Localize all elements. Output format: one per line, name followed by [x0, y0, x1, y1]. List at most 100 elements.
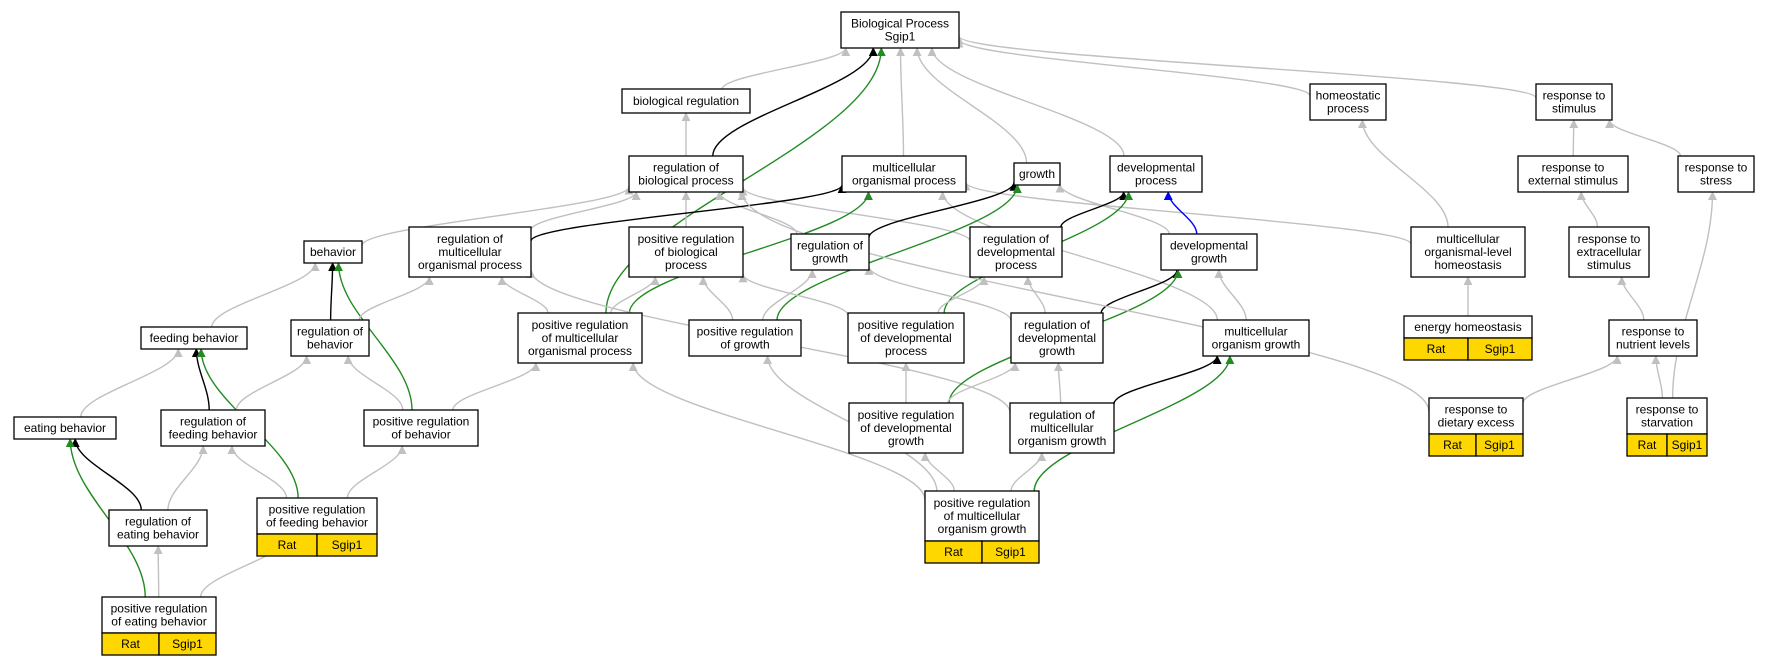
edge-prmog-to-rmog — [1010, 452, 1047, 492]
node-label-line: regulation of — [1029, 408, 1096, 422]
edge-rdg-to-dg — [1100, 269, 1182, 314]
node-eb[interactable]: eating behavior — [13, 416, 117, 440]
edge-prmop-to-prbp — [610, 276, 660, 314]
node-label-line: feeding behavior — [150, 331, 239, 345]
node-label-line: Biological Process — [851, 17, 949, 31]
edge-preb-to-eb — [65, 438, 146, 598]
node-box — [621, 88, 751, 114]
node-label-line: of multicellular — [542, 331, 619, 345]
edge-mlh-to-hp — [1357, 119, 1449, 228]
node-box — [841, 155, 967, 193]
annotation-cell — [1467, 337, 1533, 361]
node-label-line: of multicellular — [944, 509, 1021, 523]
edge-prmog-to-prdg — [920, 452, 956, 492]
edge-rmop-to-rbp — [530, 191, 641, 231]
node-label-line: growth — [1019, 167, 1055, 181]
annotation-gene: Sgip1 — [995, 545, 1026, 559]
node-box — [517, 312, 643, 364]
node-label-line: growth — [888, 434, 924, 448]
node-label-line: process — [1135, 174, 1177, 188]
node-beh[interactable]: behavior — [303, 240, 363, 264]
edge-dg-to-gro — [1055, 183, 1171, 235]
edge-prfb-to-rfb — [227, 445, 288, 499]
node-label-line: regulation of — [297, 325, 364, 339]
edge-mlh-to-mop — [961, 181, 1412, 245]
node-br[interactable]: biological regulation — [621, 88, 751, 114]
node-gro[interactable]: growth — [1013, 162, 1061, 186]
node-box — [1309, 83, 1387, 121]
edge-dg-to-dp — [1163, 191, 1198, 235]
edge-rdg-to-rdp — [1023, 276, 1046, 314]
edge-prb-to-beh — [334, 262, 413, 411]
node-box — [924, 490, 1040, 542]
node-label-line: multicellular — [1224, 325, 1287, 339]
node-label-line: stress — [1700, 174, 1732, 188]
node-label-line: of behavior — [391, 428, 450, 442]
edge-rmog-to-mog — [1113, 355, 1222, 405]
node-label-line: response to — [1543, 89, 1606, 103]
node-box — [1608, 319, 1698, 357]
node-label-line: developmental — [977, 245, 1055, 259]
node-label-line: biological process — [638, 174, 733, 188]
edge-mog-to-mop — [938, 191, 1219, 321]
edge-rdp-to-dp — [1060, 191, 1129, 228]
node-label-line: stimulus — [1587, 258, 1631, 272]
node-box — [1535, 83, 1613, 121]
annotation-species: Rat — [944, 545, 963, 559]
node-box — [13, 416, 117, 440]
node-box — [1517, 155, 1629, 193]
edge-rdp-to-rbp — [738, 186, 971, 242]
node-label-line: of eating behavior — [111, 615, 206, 629]
node-label-line: external stimulus — [1528, 174, 1618, 188]
edge-prg-to-rg — [762, 269, 817, 321]
node-box — [848, 402, 964, 454]
node-label-line: of growth — [720, 338, 769, 352]
node-label-line: response to — [1445, 403, 1508, 417]
node-label-line: homeostatic — [1316, 89, 1381, 103]
edge-prmop-to-rmop — [497, 276, 549, 314]
node-label-line: multicellular — [1030, 421, 1093, 435]
node-label-line: feeding behavior — [169, 428, 258, 442]
edge-rob-to-beh — [328, 262, 338, 321]
node-label-line: organismal process — [418, 258, 522, 272]
annotation-cell — [158, 632, 217, 656]
node-fb[interactable]: feeding behavior — [140, 326, 248, 350]
node-label-line: energy homeostasis — [1414, 320, 1521, 334]
edge-rts-to-bp — [954, 35, 1537, 99]
node-box — [969, 226, 1063, 278]
